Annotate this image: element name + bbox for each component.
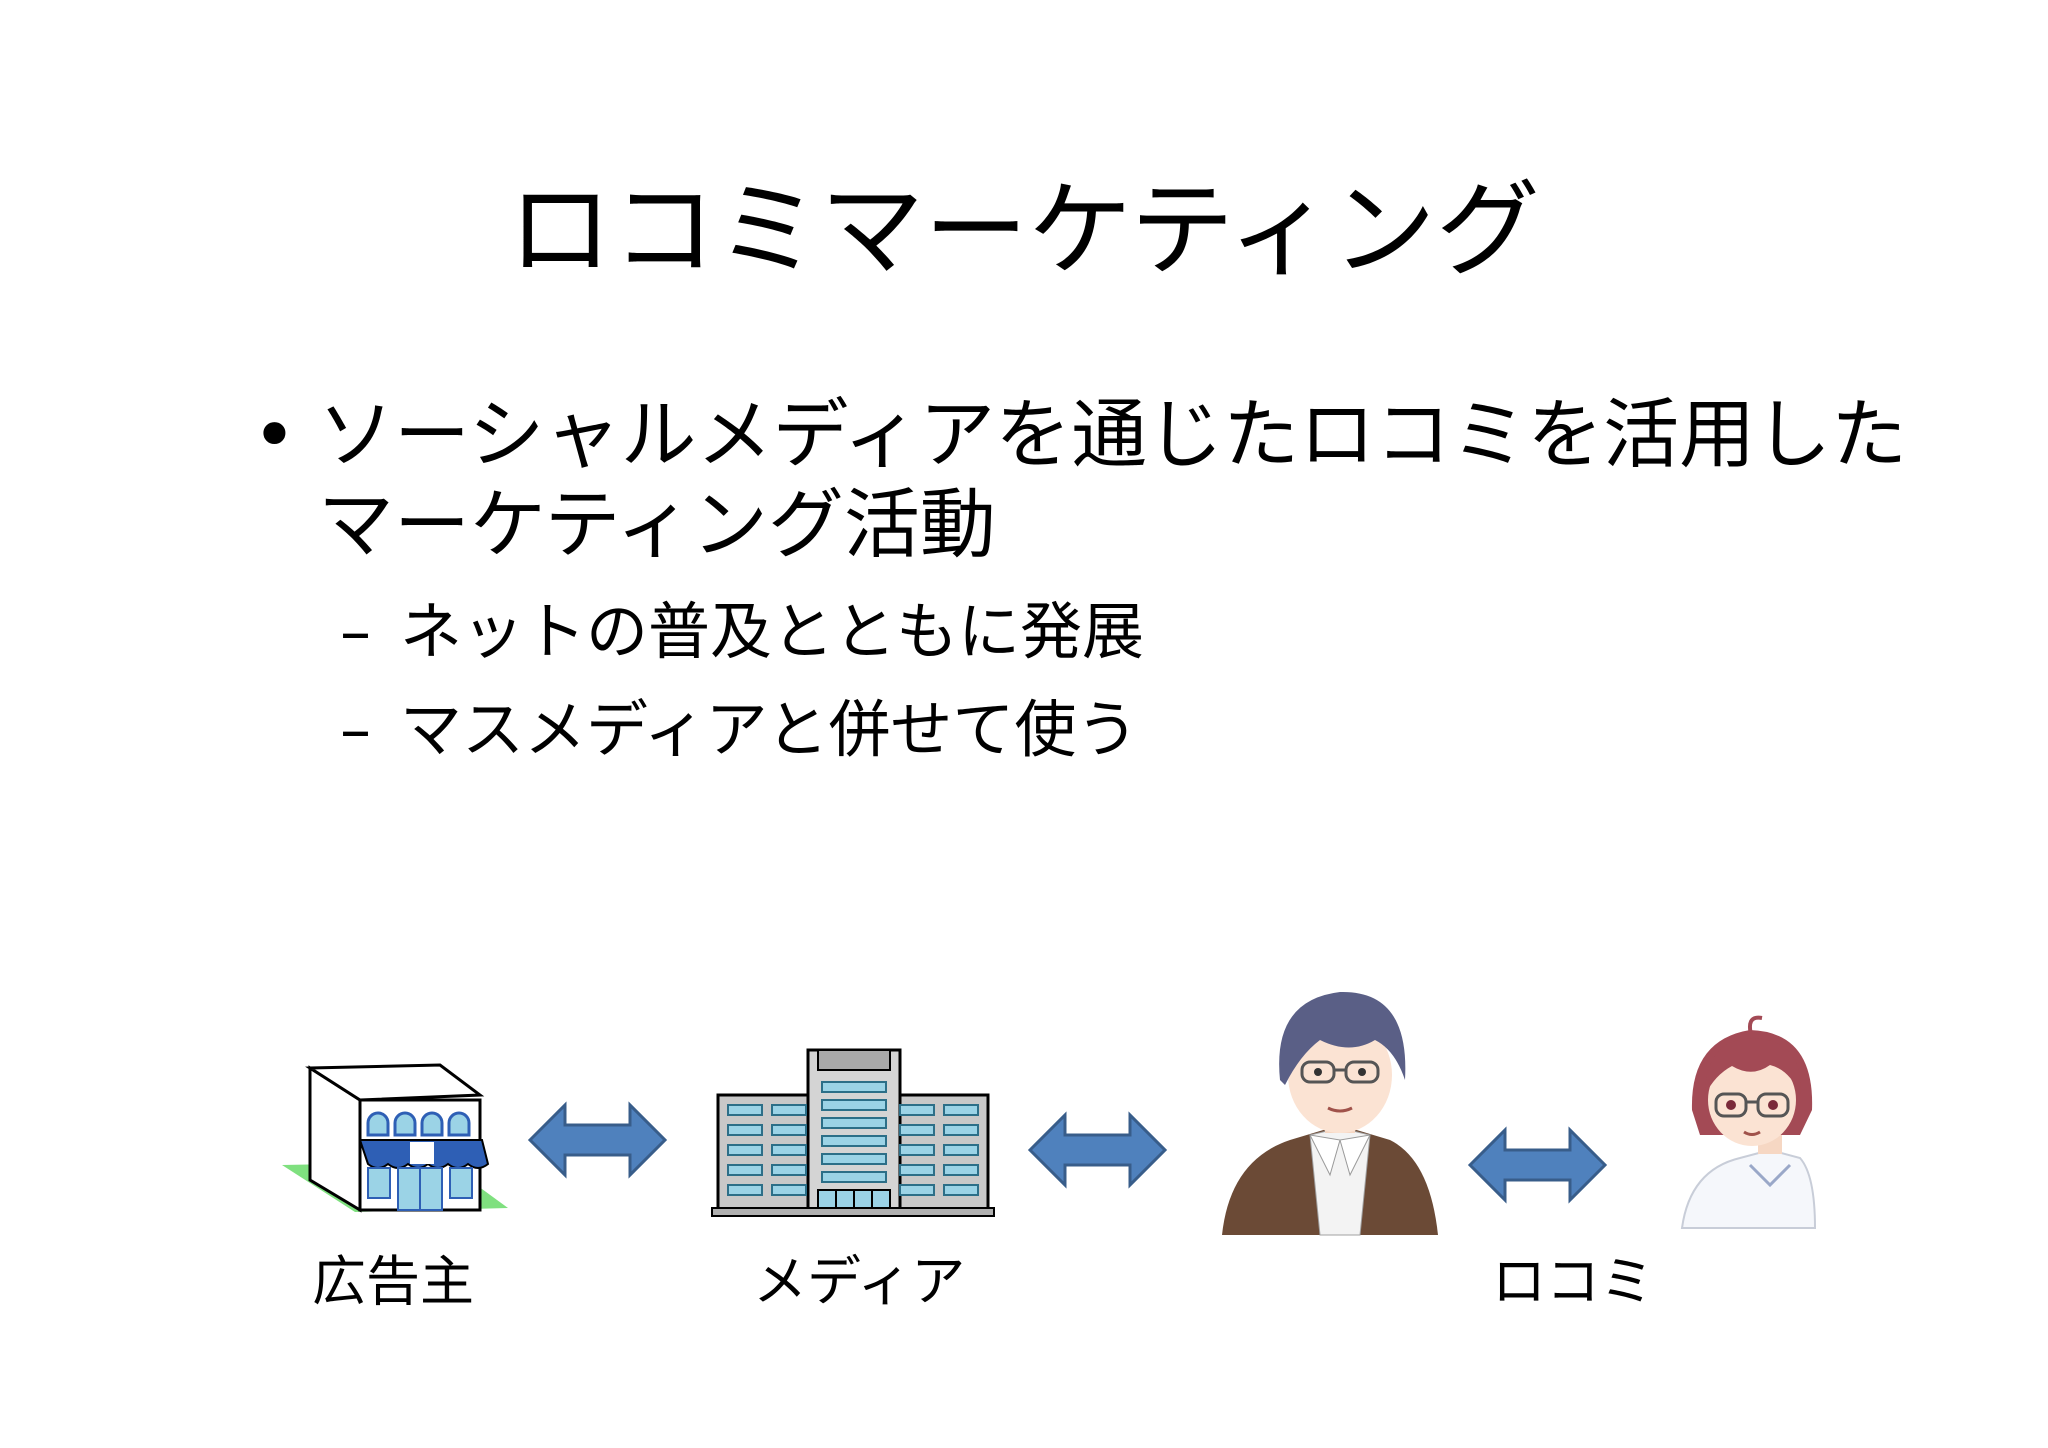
double-arrow-icon <box>527 1101 668 1179</box>
slide-title: ロコミマーケティング <box>508 169 1540 291</box>
store-icon <box>282 1063 508 1213</box>
sub-bullet-1: –ネットの普及とともに発展 <box>340 592 1144 672</box>
sub-bullet-marker: – <box>340 595 371 668</box>
sub-bullet-marker: – <box>340 693 371 766</box>
woman-with-glasses-icon <box>1680 1015 1817 1229</box>
bullet-marker: • <box>252 390 297 479</box>
sub-bullet-2: –マスメディアと併せて使う <box>340 690 1138 770</box>
label-word-of-mouth: ロコミ <box>1492 1250 1654 1313</box>
double-arrow-icon <box>1027 1111 1168 1189</box>
main-bullet-line-1: ソーシャルメディアを通じたロコミを活用した <box>318 390 1908 479</box>
main-bullet-line-2: マーケティング活動 <box>318 480 996 569</box>
sub-bullet-text: ネットの普及とともに発展 <box>400 595 1145 668</box>
label-advertiser: 広告主 <box>312 1250 474 1313</box>
double-arrow-icon <box>1467 1126 1608 1204</box>
office-building-icon <box>711 1048 995 1217</box>
man-with-glasses-icon <box>1222 991 1438 1236</box>
sub-bullet-text: マスメディアと併せて使う <box>400 693 1139 766</box>
label-media: メディア <box>753 1250 966 1313</box>
